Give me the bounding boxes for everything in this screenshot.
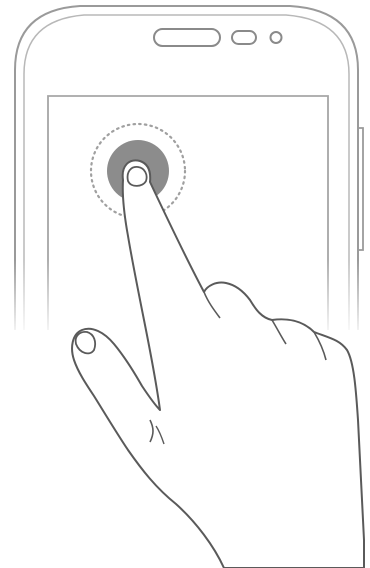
camera-icon bbox=[271, 32, 282, 43]
speaker-icon bbox=[154, 29, 220, 46]
sensor-icon bbox=[232, 31, 256, 44]
hand-icon bbox=[72, 160, 364, 568]
